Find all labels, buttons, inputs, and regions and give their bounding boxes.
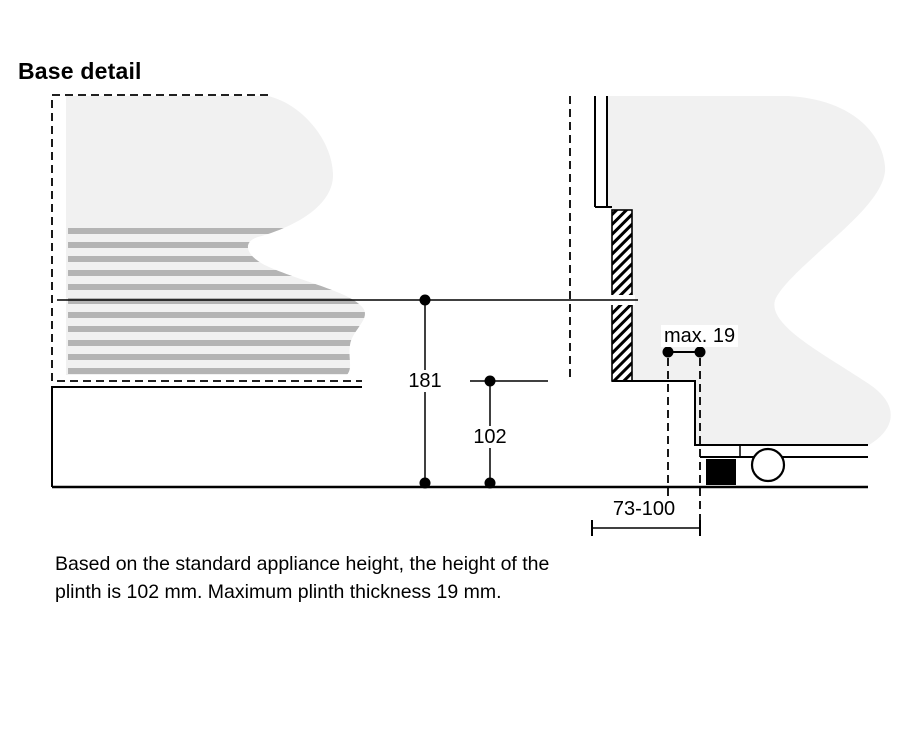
cabinet-dashed-outline [51, 94, 362, 382]
dimension-73-100 [591, 520, 701, 536]
vent-stripes [68, 228, 365, 374]
dim-dot [662, 346, 674, 358]
dim-dot [419, 477, 431, 489]
dim-label-plinth-height: 102 [470, 426, 510, 448]
caption-line-2: plinth is 102 mm. Maximum plinth thickne… [55, 581, 502, 603]
dim-label-max-plinth-thickness: max. 19 [661, 325, 739, 347]
dim-label-plinth-recess-depth: 73-100 [609, 498, 679, 520]
dim-dot [419, 294, 431, 306]
caption: Based on the standard appliance height, … [55, 550, 549, 606]
leveling-foot [706, 459, 736, 485]
dim-dot [484, 375, 496, 387]
appliance-bottom-step [612, 380, 868, 446]
left-cabinet-section [51, 94, 365, 487]
appliance-body-panel [607, 96, 891, 445]
roller-wheel [750, 447, 786, 483]
page-title: Base detail [18, 58, 142, 84]
dim-dot [484, 477, 496, 489]
appliance-foot-assembly [700, 445, 868, 485]
appliance-section [57, 96, 891, 446]
dimension-max-19 [662, 346, 706, 532]
cabinet-base-lines [51, 386, 362, 487]
dim-label-appliance-height: 181 [405, 370, 445, 392]
dim-dot [694, 346, 706, 358]
left-worktop-panel [66, 96, 365, 375]
caption-line-1: Based on the standard appliance height, … [55, 553, 550, 575]
